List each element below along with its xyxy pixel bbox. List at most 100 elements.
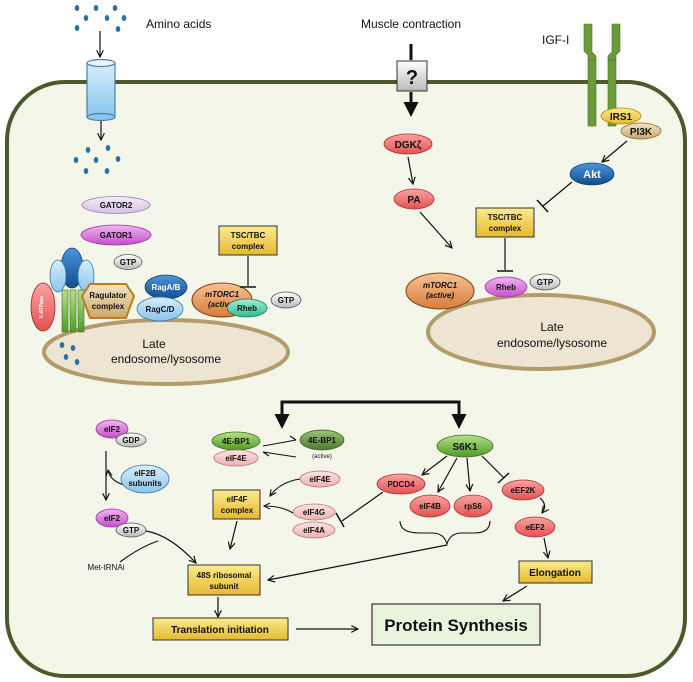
s6k1-label: S6K1: [452, 442, 477, 453]
igf1-receptor: [583, 23, 621, 127]
gdp-badge: [115, 432, 147, 448]
eif2b-line1: eIF2B: [134, 469, 156, 478]
elongation-box: [518, 560, 593, 584]
protein-synthesis-label: Protein Synthesis: [384, 616, 528, 635]
arrow-pi3k-akt: [602, 140, 628, 162]
gator1-label: GATOR1: [100, 231, 133, 240]
gtp-raga-label: GTP: [120, 258, 137, 267]
inhibit-pdcd4-eif4a: [341, 491, 384, 522]
met-trna-label: Met-tRNAi: [88, 563, 125, 572]
gdp-label: GDP: [122, 436, 140, 445]
igf1-label: IGF-I: [542, 33, 569, 47]
lysosome-right-line1: Late: [540, 320, 564, 334]
irs1-label: IRS1: [610, 112, 633, 123]
amino-acids-label: Amino acids: [146, 17, 211, 31]
gator2-label: GATOR2: [100, 201, 133, 210]
eef2k-label: eEF2K: [511, 486, 536, 495]
amino-acid-dots-outside: [74, 5, 127, 32]
pi3k-node: [620, 122, 662, 140]
ragulator-label-line1: Ragulator: [89, 291, 126, 300]
eif4e-bound-node: [213, 449, 259, 467]
amino-acid-dots-lysosome: [59, 342, 80, 365]
ragulator-label-line2: complex: [92, 302, 125, 311]
tsc-tbc-left-line2: complex: [232, 242, 265, 251]
mtorc1-output-bracket: [280, 400, 461, 415]
ragab-label: RagA/B: [152, 283, 181, 292]
pdcd4-node: [376, 473, 426, 495]
ribosome-48s-line2: subunit: [210, 582, 239, 591]
arrow-bracket-ribosome: [268, 544, 448, 580]
eif4f-line1: eIF4F: [227, 495, 248, 504]
equilibrium-arrows: [262, 435, 297, 458]
arrow-eef2-elongation: [544, 537, 548, 558]
eif4g-label: eIF4G: [303, 508, 325, 517]
translation-initiation-box: [152, 617, 289, 641]
rheb-right-node: [484, 276, 528, 298]
arrow-dgk-pa: [407, 156, 413, 184]
inhibit-eef2k-eef2: [539, 497, 545, 513]
fourebp1-active-node: [299, 429, 345, 451]
akt-label: Akt: [583, 169, 601, 181]
eef2k-node: [501, 479, 545, 501]
ragcd-node: [136, 296, 184, 322]
arrow-s6k1-rps6: [467, 457, 470, 491]
inhibit-bar-akt: [536, 199, 549, 213]
eif4e-bound-label: eIF4E: [225, 454, 247, 463]
s6k1-node: [436, 434, 494, 458]
ragcd-label: RagC/D: [146, 305, 175, 314]
inhibit-bar-eef2k: [497, 472, 510, 484]
mtorc1-right-label-line2: (active): [426, 291, 454, 300]
tsc-tbc-right-box: [475, 207, 535, 238]
eif4f-line2: complex: [221, 506, 254, 515]
unknown-sensor-label: ?: [406, 67, 418, 89]
pi3k-label: PI3K: [630, 127, 653, 138]
tsc-tbc-left-line1: TSC/TBC: [231, 231, 266, 240]
gtp-left-badge: [270, 291, 302, 309]
lysosome-right-line2: endosome/lysosome: [497, 336, 607, 350]
gator1-node: [80, 224, 152, 246]
ragulator-complex: [80, 283, 136, 319]
protein-synthesis-box: [371, 603, 541, 646]
eef2-label: eEF2: [525, 523, 545, 532]
fourebp1-label: 4E-BP1: [222, 437, 251, 446]
eif4e-free-label: eIF4E: [309, 475, 331, 484]
fourebp1-active-label: 4E-BP1: [308, 436, 337, 445]
unknown-sensor-box: [396, 60, 428, 92]
muscle-contraction-label: Muscle contraction: [361, 17, 461, 31]
irs1-node: [600, 107, 642, 125]
gtp-right-badge: [529, 273, 561, 291]
eif2-bottom-label: eIF2: [104, 514, 121, 523]
eif4g-node: [292, 503, 336, 521]
eif2-top-label: eIF2: [104, 425, 121, 434]
rheb-left-node: [226, 298, 268, 318]
mtorc1-right-label-line1: mTORC1: [423, 281, 458, 290]
eif4a-label: eIF4A: [303, 526, 325, 535]
eif2-bottom-node: [95, 508, 129, 528]
elongation-label: Elongation: [529, 568, 581, 579]
eif2b-line2: subunits: [128, 479, 162, 488]
tsc-tbc-right-line1: TSC/TBC: [488, 213, 523, 222]
dgk-node: [383, 133, 433, 155]
arrow-eif4f-ribosome: [230, 520, 238, 549]
ribosome-48s-box: [187, 564, 261, 596]
curly-bracket: [399, 520, 491, 547]
pdcd4-label: PDCD4: [387, 480, 415, 489]
tsc-tbc-left-box: [218, 225, 278, 256]
eef2-node: [514, 516, 556, 538]
eif2-top-node: [95, 419, 129, 439]
gtp-raga-badge: [113, 254, 143, 270]
inhibit-s6k1-eef2k: [481, 455, 505, 479]
lysosome-left-line2: endosome/lysosome: [111, 352, 221, 366]
mtorc1-right-node: [405, 272, 475, 310]
eif4f-complex-box: [212, 489, 261, 520]
arrow-eif4e-eif4f: [270, 478, 301, 496]
tsc-tbc-right-line2: complex: [489, 224, 522, 233]
akt-node: [569, 162, 615, 186]
arrow-pa-mtorc1: [419, 211, 452, 248]
mtorc1-left-label-line1: mTORC1: [205, 290, 240, 299]
rps6-label: rpS6: [464, 502, 482, 511]
rps6-node: [453, 494, 493, 518]
mtorc1-left-label-line2: (active): [208, 300, 236, 309]
arrow-eif2-ribosome: [145, 530, 196, 563]
